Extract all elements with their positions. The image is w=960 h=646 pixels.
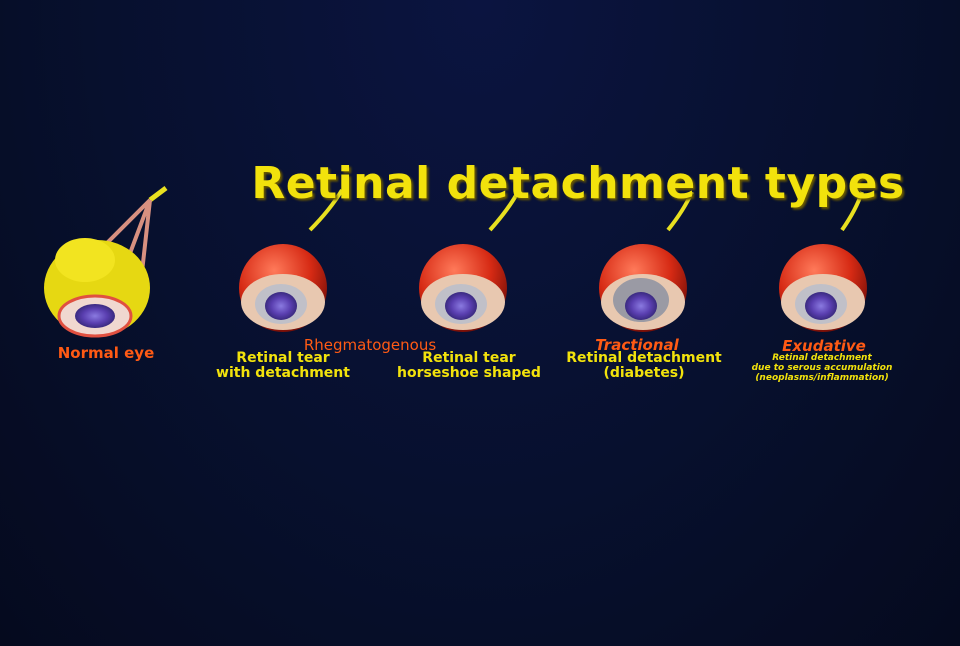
eye-4-label-line1: Retinal detachment: [772, 353, 872, 363]
diagram-title: Retinal detachment types: [251, 158, 905, 209]
eye-1-label-line1: Retinal tear: [236, 350, 330, 366]
eye-2-label-line1: Retinal tear: [422, 350, 516, 366]
group-label-tractional: Tractional: [595, 336, 679, 354]
eye-1-label: Retinal tear with detachment: [216, 351, 350, 381]
eye-3-label-line2: (diabetes): [603, 365, 685, 381]
eye-4-label-line2: due to serous accumulation: [751, 363, 893, 373]
eye-model-3: [599, 191, 694, 332]
eye-model-4: [779, 191, 867, 332]
group-label-rhegmatogenous: Rhegmatogenous: [303, 336, 437, 354]
eye-2-label-line2: horseshoe shaped: [397, 365, 541, 381]
eye-1-label-line2: with detachment: [216, 365, 350, 381]
group-label-exudative: Exudative: [782, 337, 866, 355]
eye-4-label: Retinal detachment due to serous accumul…: [752, 353, 893, 383]
eye-3-label-line1: Retinal detachment: [566, 350, 722, 366]
normal-eye-label: Normal eye: [57, 344, 155, 362]
eye-model-1: [239, 188, 344, 332]
eye-2-label: Retinal tear horseshoe shaped: [397, 351, 541, 381]
normal-eye-model: [44, 186, 168, 338]
eye-4-label-line3: (neoplasms/inflammation): [755, 373, 889, 383]
eye-3-label: Retinal detachment (diabetes): [566, 351, 722, 381]
eye-model-2: [419, 191, 520, 332]
